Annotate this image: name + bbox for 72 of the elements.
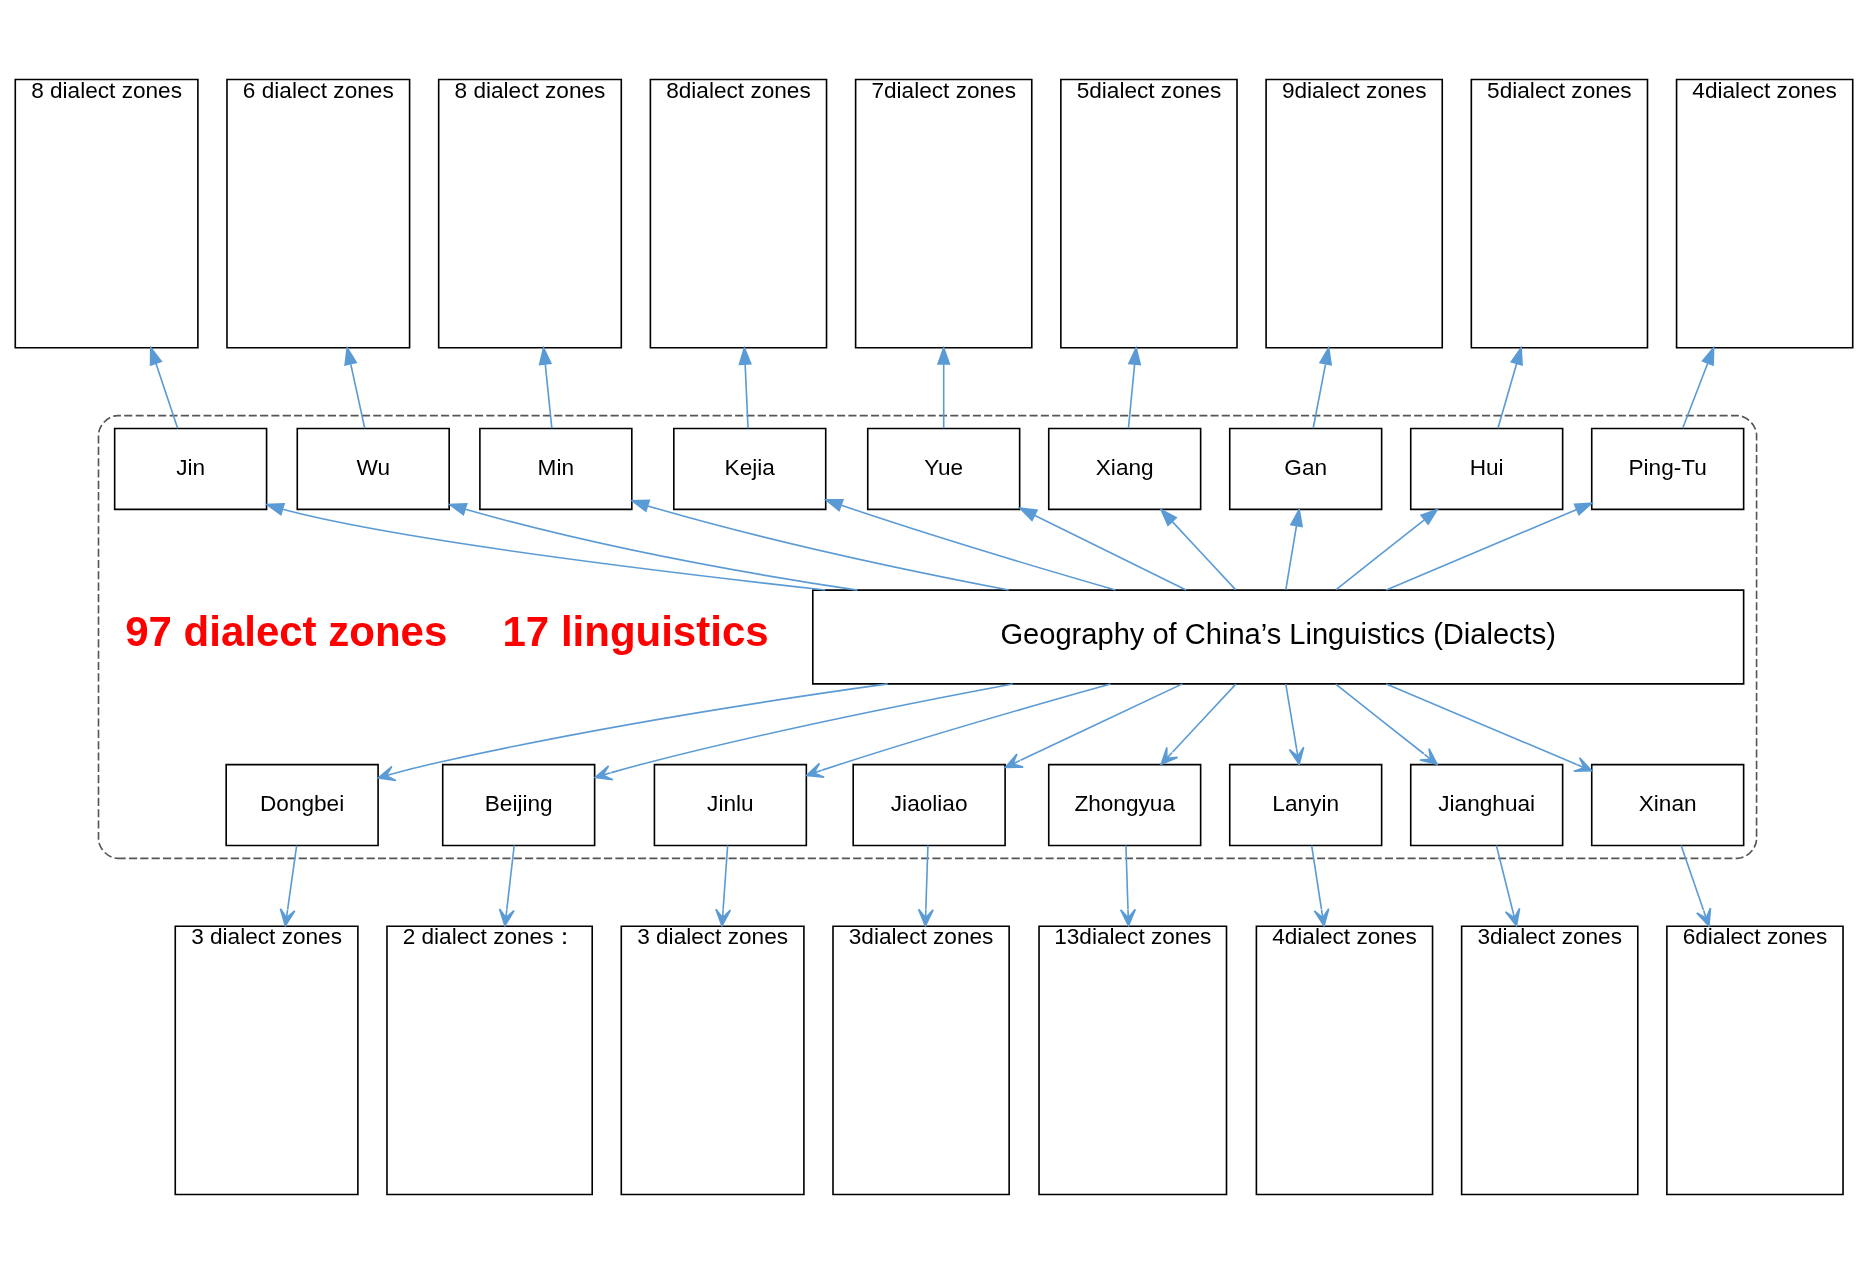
cluster: [97, 414, 1758, 859]
node-box: 5dialect zones: [1470, 78, 1649, 349]
arrow: [1497, 345, 1523, 429]
label: 97 dialect zones: [125, 607, 448, 655]
node-box: 8 dialect zones: [437, 78, 623, 349]
node-box: Min: [479, 427, 633, 510]
node-box: Yue: [866, 427, 1021, 510]
node-box: Dongbei: [225, 763, 379, 846]
node-box: 13dialect zones: [1038, 924, 1228, 1195]
arrow: [538, 344, 553, 429]
arrow: [1127, 344, 1142, 429]
node-box: Jin: [113, 427, 268, 510]
arrow: [917, 844, 934, 927]
node-box: 9dialect zones: [1265, 78, 1444, 349]
arrow: [447, 502, 859, 591]
node-box: Beijing: [441, 763, 596, 846]
arrow: [1681, 345, 1715, 429]
arrow: [594, 682, 1014, 781]
arrow: [377, 682, 889, 781]
arrow: [1310, 844, 1330, 927]
node-box: Gan: [1228, 427, 1383, 510]
node-box: Zhongyua: [1047, 763, 1202, 846]
node-box: 2 dialect zones：: [386, 924, 593, 1195]
node-box: 6dialect zones: [1666, 924, 1844, 1195]
arrow: [1017, 506, 1187, 591]
arrow: [149, 345, 179, 429]
node-box: 3 dialect zones: [174, 924, 359, 1195]
node-box: 7dialect zones: [854, 78, 1033, 349]
node-box: 6 dialect zones: [226, 78, 411, 349]
arrow: [629, 499, 1010, 591]
arrow: [1385, 682, 1593, 772]
arrow: [1335, 507, 1440, 590]
arrow: [715, 844, 732, 927]
node-box: Xiang: [1047, 427, 1202, 510]
node-box: Jiaoliao: [852, 763, 1006, 846]
arrow: [936, 344, 951, 429]
node-box: Xinan: [1590, 763, 1745, 846]
node-box: Geography of China’s Linguistics (Dialects): [812, 588, 1745, 685]
node-box: 4dialect zones: [1255, 924, 1434, 1195]
arrow: [279, 844, 298, 927]
arrow: [1385, 501, 1594, 591]
node-box: Lanyin: [1228, 763, 1383, 846]
node-box: Jianghuai: [1409, 763, 1564, 846]
arrow: [1495, 844, 1521, 927]
arrow: [498, 844, 515, 927]
node-box: Ping-Tu: [1590, 427, 1745, 510]
node-box: 8dialect zones: [649, 78, 828, 349]
node-box: 3 dialect zones: [620, 924, 805, 1195]
arrow: [1159, 507, 1237, 590]
arrow: [1004, 682, 1184, 768]
node-box: Hui: [1409, 427, 1564, 510]
arrow: [1312, 345, 1333, 429]
node-box: 4dialect zones: [1675, 78, 1854, 349]
arrow: [1119, 844, 1137, 927]
node-box: 5dialect zones: [1060, 78, 1238, 349]
arrow: [805, 682, 1112, 778]
arrow: [1285, 506, 1304, 590]
arrow: [1160, 682, 1237, 765]
node-box: Jinlu: [653, 763, 808, 846]
arrow: [823, 498, 1117, 591]
label: 17 linguistics: [502, 607, 769, 655]
arrow: [1334, 682, 1438, 765]
arrow: [344, 345, 366, 429]
node-box: 3dialect zones: [832, 924, 1010, 1195]
arrow: [1285, 682, 1305, 765]
arrow: [738, 344, 752, 429]
node-box: Kejia: [673, 427, 827, 510]
node-box: Wu: [296, 427, 450, 510]
node-box: 3dialect zones: [1460, 924, 1639, 1195]
arrow: [1680, 844, 1712, 927]
arrow: [264, 502, 827, 591]
node-box: 8 dialect zones: [14, 78, 199, 349]
